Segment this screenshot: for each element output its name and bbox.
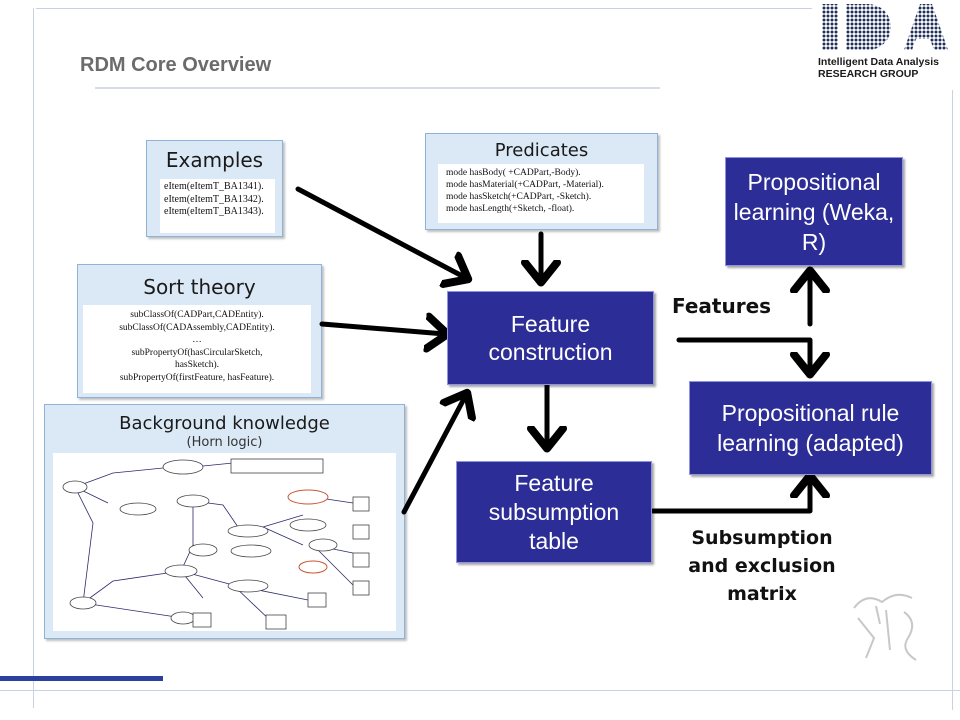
logo-subtitle: Intelligent Data Analysis RESEARCH GROUP (818, 56, 939, 80)
sort-theory-title: Sort theory (143, 275, 256, 299)
sort-theory-line-6: subPropertyOf(firstFeature, hasFeature). (119, 372, 275, 383)
background-panel: Background knowledge (Horn logic) (44, 404, 405, 639)
predicates-line-4: mode hasLength(+Sketch, -float). (446, 204, 575, 214)
slide-title: RDM Core Overview (80, 54, 272, 76)
frame-line-right (952, 90, 953, 710)
examples-line-2: eItem(eItemT_BA1342). (164, 193, 264, 205)
frame-line-bottom (0, 690, 960, 691)
sort-theory-code: subClassOf(CADPart,CADEntity). subClassO… (83, 305, 311, 393)
arrow-background-to-construction (401, 395, 466, 515)
logo-line-2: RESEARCH GROUP (818, 68, 919, 80)
sort-theory-line-4: subPropertyOf(hasCircularSketch, (131, 347, 263, 358)
feature-construction-box: Feature construction (447, 291, 654, 385)
sort-theory-line-5: hasSketch). (174, 360, 220, 370)
logo-line-1: Intelligent Data Analysis (818, 56, 939, 68)
predicates-line-2: mode hasMaterial(+CADPart, -Material). (446, 180, 604, 190)
examples-panel: Examples eItem(eItemT_BA1341). eItem(eIt… (146, 140, 283, 237)
feature-subsumption-label: Feature subsumption table (488, 469, 620, 554)
background-graph-area (53, 453, 396, 631)
arrow-features-to-rule-learning (676, 337, 810, 372)
propositional-rule-label: Propositional rule learning (adapted) (717, 400, 904, 456)
horn-logic-graph (62, 458, 370, 630)
sort-theory-panel: Sort theory subClassOf(CADPart,CADEntity… (77, 264, 322, 398)
predicates-line-3: mode hasSketch(+CADPart, -Sketch). (446, 192, 592, 202)
frame-line-top (36, 8, 812, 9)
sort-theory-line-1: subClassOf(CADPart,CADEntity). (130, 310, 264, 320)
frame-accent-bar (0, 676, 163, 681)
title-rule (95, 87, 660, 89)
arrow-subsumption-to-rule-learning (650, 478, 810, 514)
propositional-rule-box: Propositional rule learning (adapted) (689, 381, 932, 475)
arrow-sort-theory-to-construction (319, 324, 445, 334)
frame-line-left (33, 8, 34, 708)
predicates-code: mode hasBody( +CADPart,-Body). mode hasM… (438, 164, 644, 223)
propositional-learning-label: Propositional learning (Weka, R) (733, 168, 895, 255)
predicates-panel: Predicates mode hasBody( +CADPart,-Body)… (425, 133, 658, 230)
sort-theory-line-2: subClassOf(CADAssembly,CADEntity). (119, 322, 275, 333)
predicates-line-1: mode hasBody( +CADPart,-Body). (446, 168, 581, 178)
university-crest-watermark (853, 593, 917, 661)
propositional-learning-box: Propositional learning (Weka, R) (725, 157, 903, 266)
examples-line-1: eItem(eItemT_BA1341). (164, 181, 264, 192)
sort-theory-line-3: … (192, 335, 202, 345)
feature-construction-label: Feature construction (488, 311, 613, 365)
features-label: Features (672, 294, 772, 318)
subsumption-matrix-label: Subsumption and exclusion matrix (688, 527, 836, 605)
examples-code: eItem(eItemT_BA1341). eItem(eItemT_BA134… (160, 179, 275, 233)
examples-line-3: eItem(eItemT_BA1343). (164, 206, 264, 217)
examples-title: Examples (165, 148, 264, 172)
arrow-examples-to-construction (295, 186, 466, 278)
feature-subsumption-box: Feature subsumption table (456, 461, 652, 563)
background-title: Background knowledge (119, 413, 330, 434)
predicates-title: Predicates (494, 140, 589, 161)
ida-logo-letters (822, 4, 948, 51)
background-subtitle: (Horn logic) (186, 435, 263, 450)
